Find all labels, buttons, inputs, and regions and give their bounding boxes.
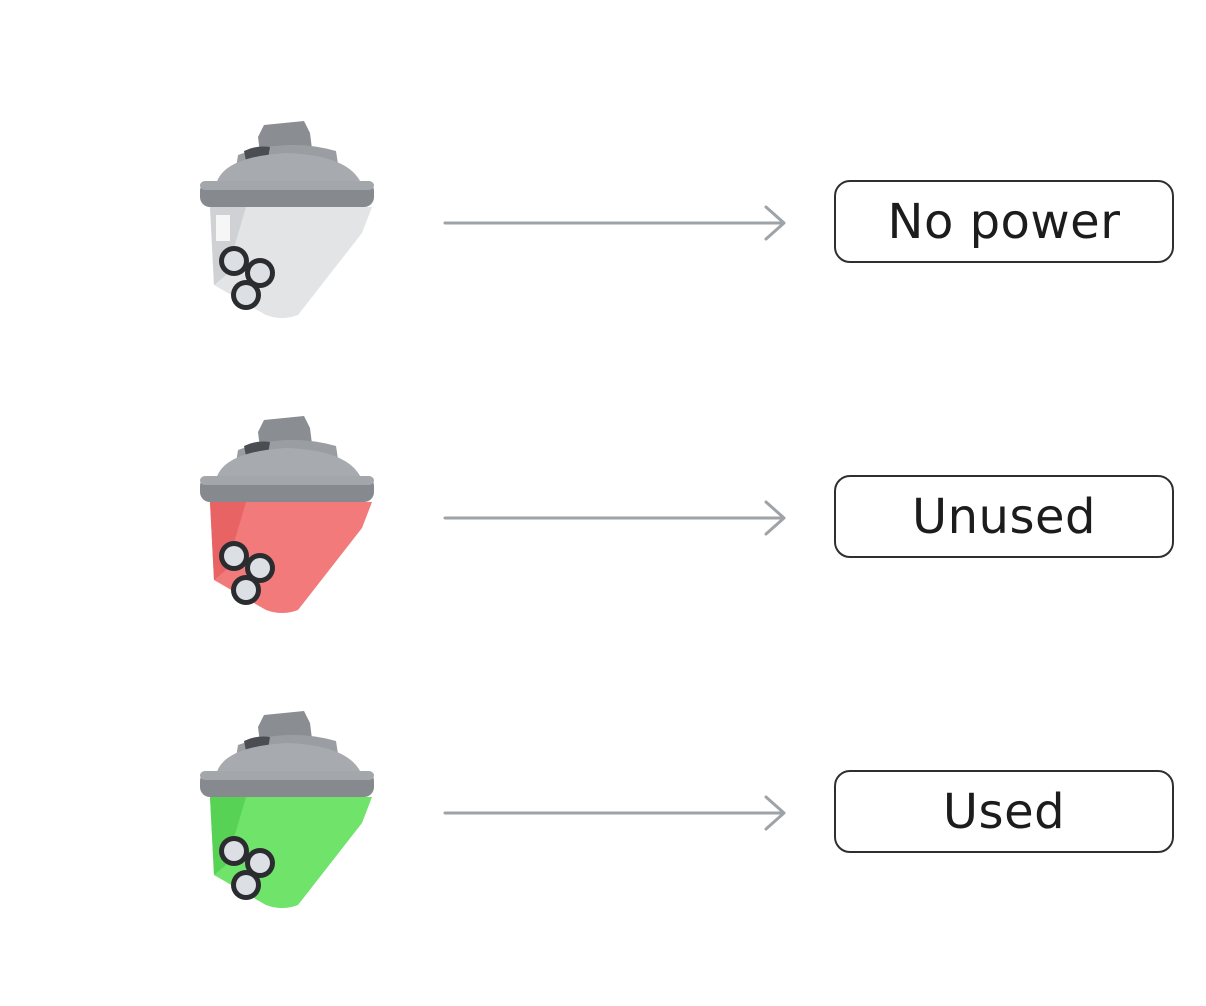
status-label-text: Unused xyxy=(912,488,1096,545)
status-label-text: Used xyxy=(942,783,1066,840)
parking-sensor-off-icon xyxy=(200,121,374,318)
arrow-right-icon xyxy=(443,500,786,536)
parking-sensor-green-icon xyxy=(200,711,374,908)
status-label-no-power: No power xyxy=(834,180,1174,263)
parking-sensor-red-icon xyxy=(200,416,374,613)
status-row-used: Used xyxy=(0,695,1206,935)
status-label-text: No power xyxy=(887,193,1121,250)
arrow-right-icon xyxy=(443,205,786,241)
status-label-unused: Unused xyxy=(834,475,1174,558)
status-row-no-power: No power xyxy=(0,105,1206,345)
status-row-unused: Unused xyxy=(0,400,1206,640)
status-label-used: Used xyxy=(834,770,1174,853)
arrow-right-icon xyxy=(443,795,786,831)
